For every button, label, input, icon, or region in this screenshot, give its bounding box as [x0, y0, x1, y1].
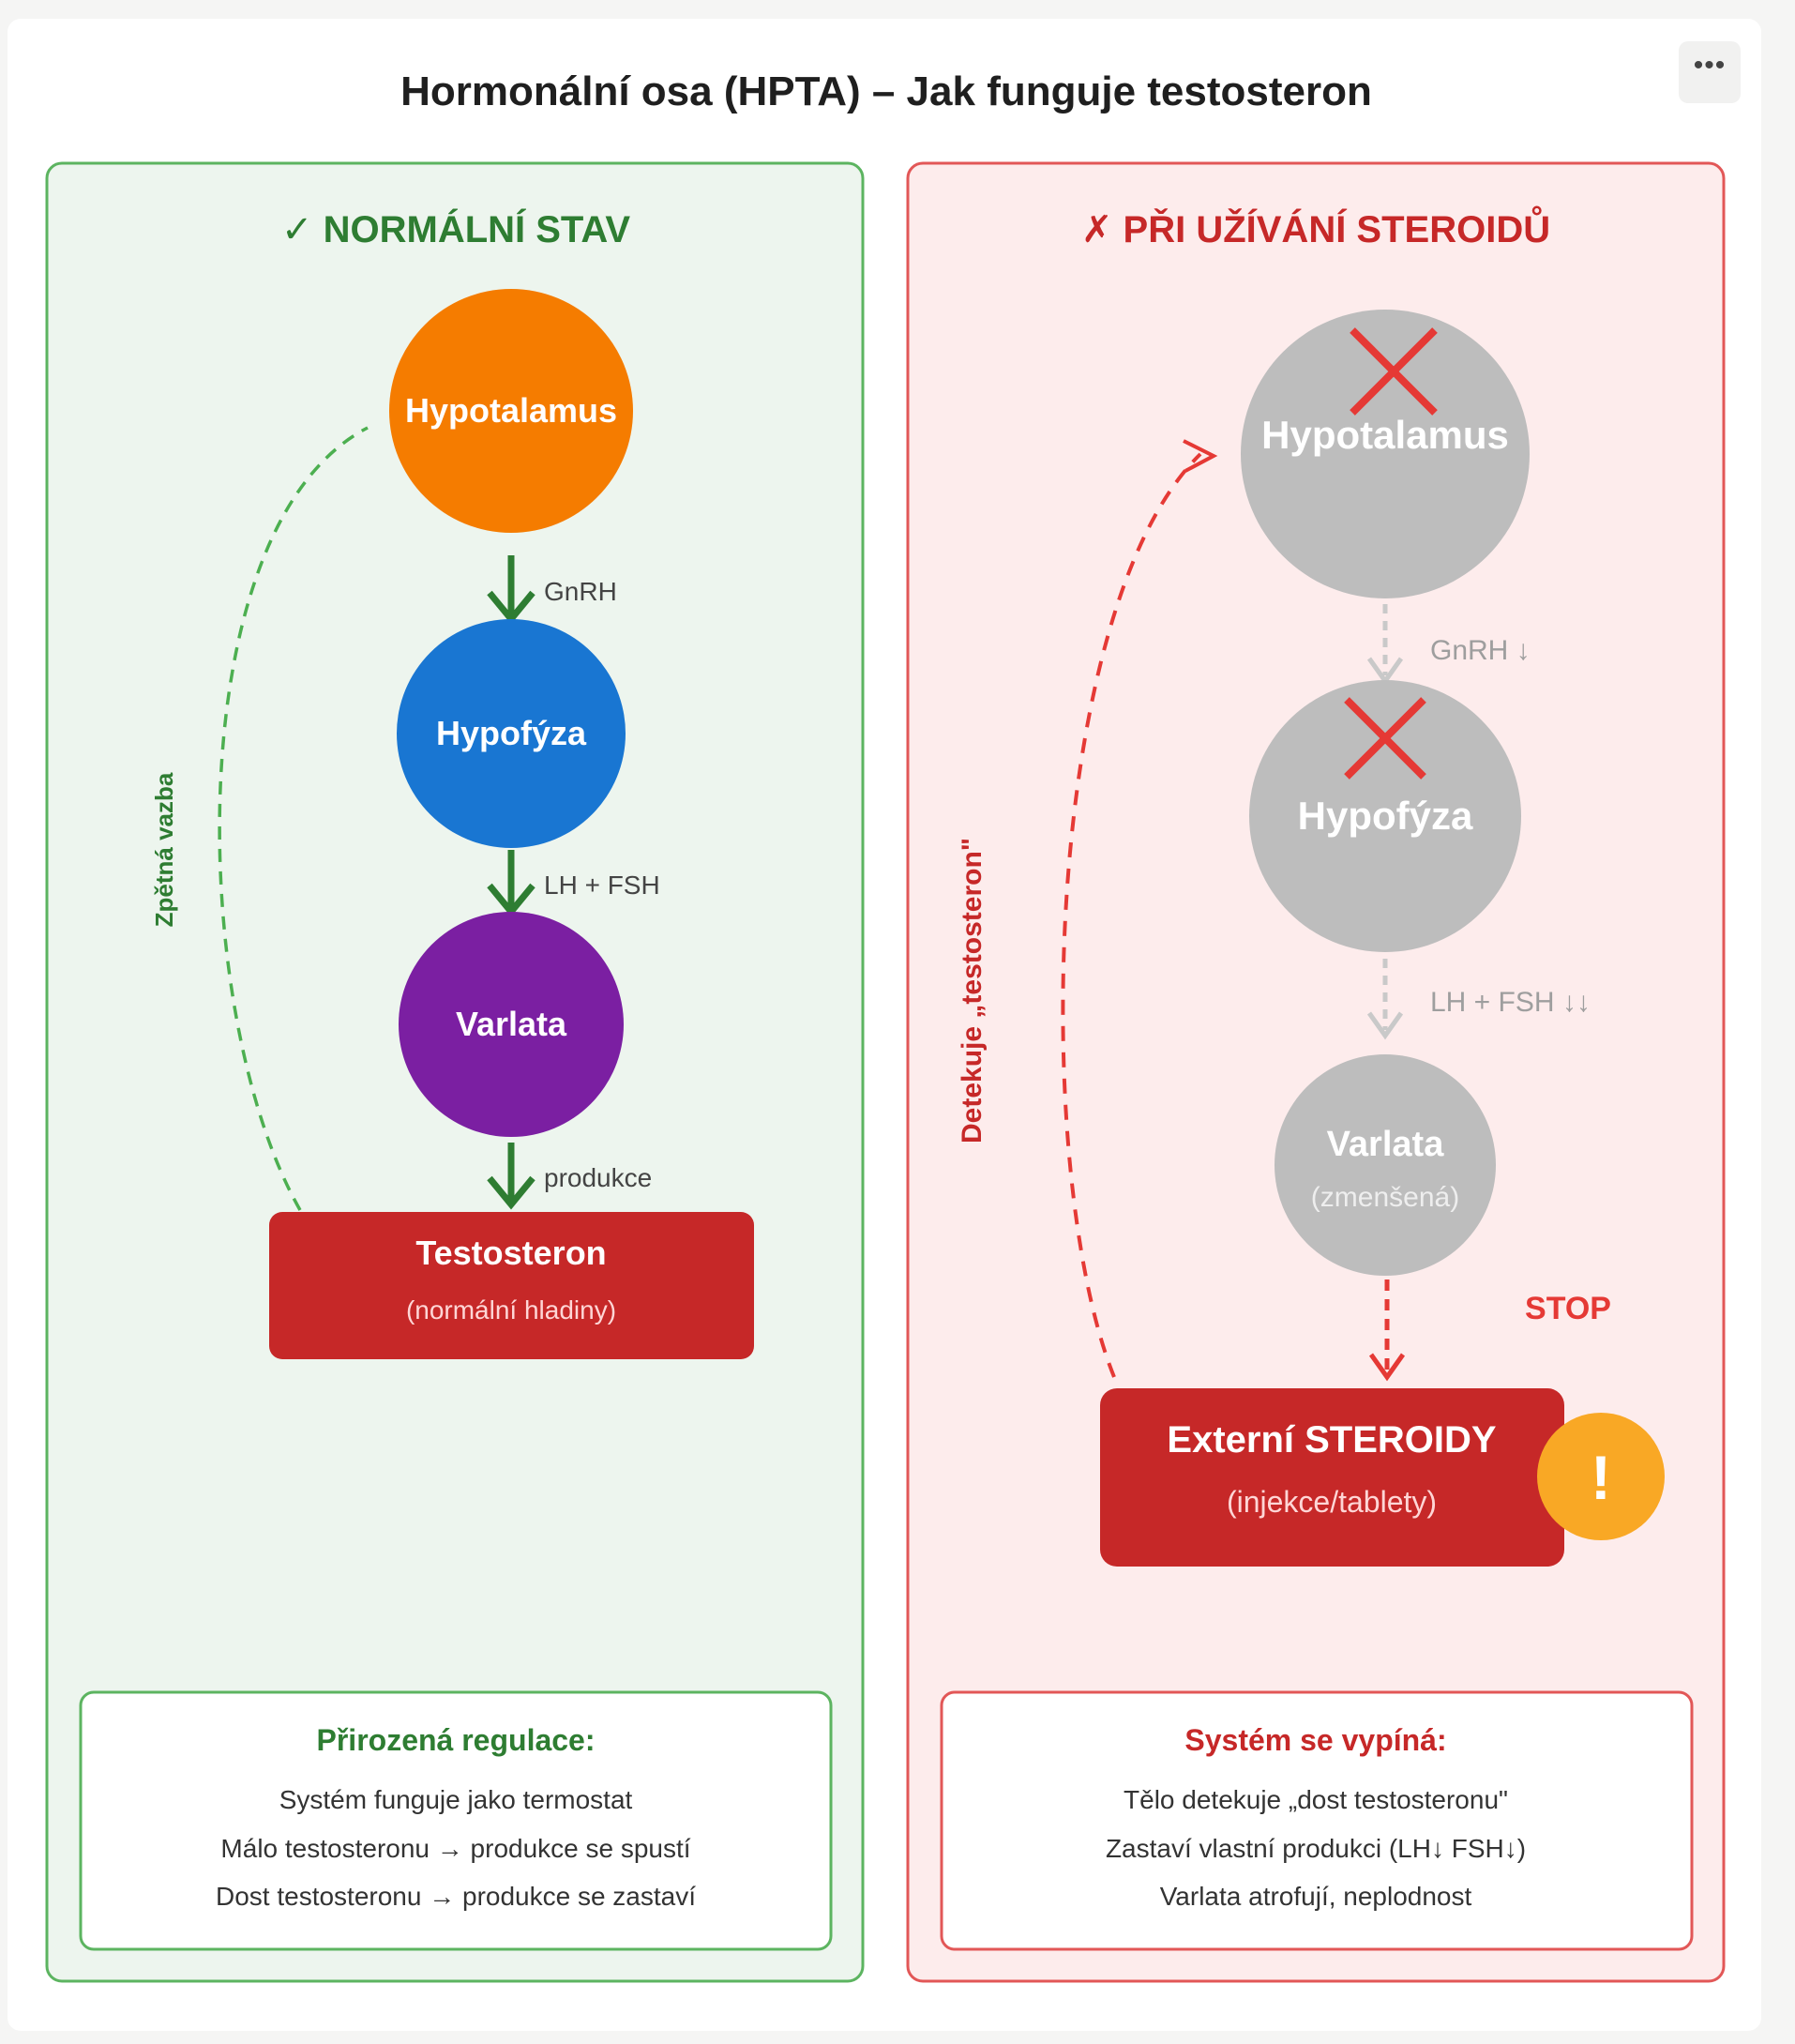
feedback-loop-line: [218, 426, 369, 1211]
steroid-info-line: Varlata atrofují, neplodnost: [1160, 1882, 1472, 1911]
page-title: Hormonální osa (HPTA) – Jak funguje test…: [400, 68, 1372, 114]
detect-label: Detekuje „testosteron": [957, 838, 988, 1143]
detect-arrow-head: [1183, 439, 1218, 473]
production-label: produkce: [544, 1163, 652, 1192]
pituitary-label: Hypofýza: [436, 714, 587, 752]
steroid-state-heading: ✗ PŘI UŽÍVÁNÍ STEROIDŮ: [1081, 204, 1550, 250]
suppressed-hypothalamus-node: [1241, 310, 1530, 598]
steroid-info-title: Systém se vypíná:: [1184, 1723, 1446, 1757]
stop-arrow-head: [1368, 1353, 1406, 1382]
more-options-button[interactable]: •••: [1679, 41, 1741, 103]
shrunken-testes-node: [1275, 1054, 1496, 1276]
suppressed-pituitary-node: [1249, 680, 1521, 952]
steroid-info-line: Tělo detekuje „dost testosteronu": [1124, 1785, 1508, 1814]
steroid-info-box: [940, 1690, 1694, 1951]
production-arrow-head: [487, 1175, 535, 1210]
pituitary-node: [397, 619, 626, 848]
normal-info-line: Systém funguje jako termostat: [279, 1785, 633, 1814]
x-mark-icon: [1344, 697, 1426, 780]
hypothalamus-label: Hypotalamus: [405, 391, 617, 430]
feedback-label: Zpětná vazba: [150, 772, 178, 927]
lh-fsh-label: LH + FSH: [544, 871, 660, 900]
detect-feedback-line: [1061, 452, 1202, 1378]
testosterone-label: Testosteron: [415, 1234, 606, 1272]
suppressed-gnrh-label: GnRH ↓: [1430, 635, 1531, 666]
stop-label: STOP: [1525, 1291, 1611, 1326]
external-steroids-label: Externí STEROIDY: [1167, 1419, 1497, 1461]
normal-info-line: Dost testosteronu → produkce se zastaví: [216, 1882, 696, 1911]
shrunken-testes-label: Varlata: [1327, 1125, 1445, 1164]
external-steroids-box: [1100, 1388, 1564, 1567]
testes-label: Varlata: [456, 1005, 567, 1043]
warning-symbol: !: [1591, 1443, 1611, 1512]
shrunken-testes-sublabel: (zmenšená): [1311, 1182, 1459, 1213]
normal-state-heading: ✓ NORMÁLNÍ STAV: [281, 208, 630, 250]
hypothalamus-node: [389, 289, 633, 533]
suppressed-pituitary-label: Hypofýza: [1298, 794, 1473, 838]
gnrh-label: GnRH: [544, 577, 617, 606]
testosterone-sublabel: (normální hladiny): [406, 1295, 616, 1325]
steroid-info-line: Zastaví vlastní produkci (LH↓ FSH↓): [1106, 1834, 1526, 1863]
warning-icon: [1537, 1413, 1665, 1540]
normal-info-line: Málo testosteronu → produkce se spustí: [220, 1834, 690, 1863]
suppressed-lh-fsh-arrow-head: [1366, 1011, 1404, 1040]
normal-info-title: Přirozená regulace:: [317, 1723, 596, 1757]
testes-node: [399, 912, 624, 1137]
suppressed-lh-fsh-label: LH + FSH ↓↓: [1430, 987, 1591, 1018]
suppressed-hypothalamus-label: Hypotalamus: [1261, 413, 1509, 457]
testosterone-box: [269, 1212, 754, 1359]
external-steroids-sublabel: (injekce/tablety): [1227, 1485, 1437, 1519]
normal-info-box: [79, 1690, 833, 1951]
x-mark-icon: [1350, 327, 1438, 416]
